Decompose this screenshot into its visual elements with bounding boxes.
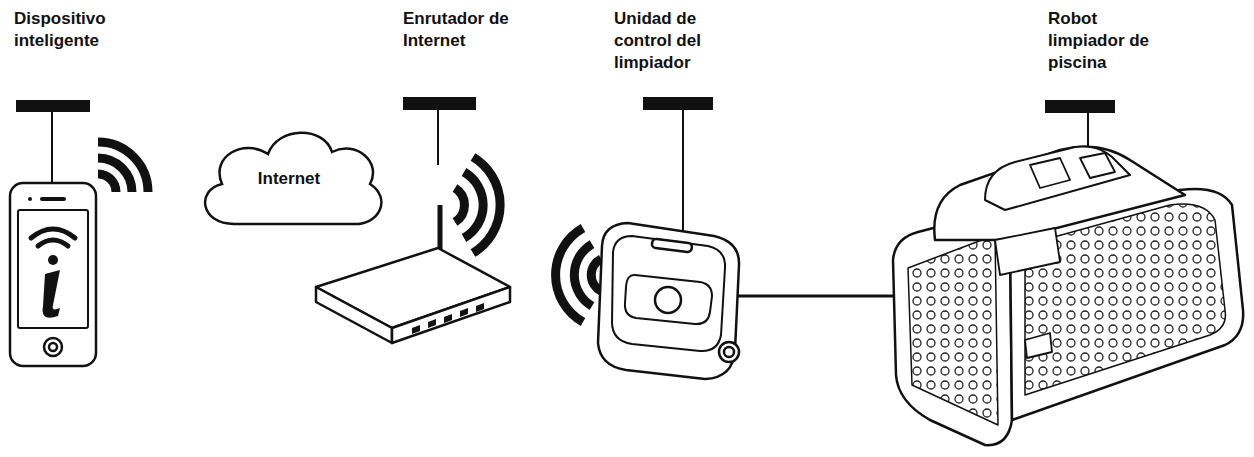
device-label: Robot limpiador de piscina: [1048, 8, 1168, 74]
device-label: Dispositivo inteligente: [14, 8, 154, 52]
leader-line: [51, 112, 53, 183]
leader-line: [437, 110, 439, 165]
control-unit: [598, 223, 739, 379]
pool-robot: [893, 147, 1243, 446]
cloud-node: Internet: [192, 120, 386, 238]
cable: [738, 295, 893, 298]
wifi-signal: [98, 142, 148, 192]
leader-line: [1087, 113, 1089, 150]
label-bar: [16, 100, 90, 112]
cloud-label: Internet: [258, 169, 320, 189]
wifi-signal: [455, 157, 500, 253]
label-bar: [1045, 100, 1115, 113]
label-bar: [643, 97, 713, 110]
device-label: Unidad de control del limpiador: [614, 8, 754, 74]
device-label: Enrutador de Internet: [403, 8, 553, 52]
leader-line: [682, 110, 684, 233]
smartphone: [10, 183, 96, 366]
label-bar: [403, 97, 476, 110]
wifi-signal: [556, 228, 601, 322]
